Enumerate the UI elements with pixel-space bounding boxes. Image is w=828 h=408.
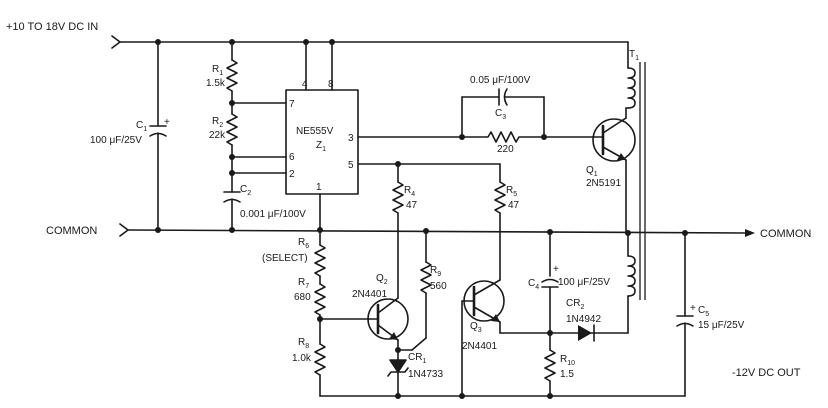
q2-ref: Q2: [376, 273, 388, 286]
pin-8: 8: [328, 79, 334, 90]
capacitor-c1: [149, 41, 167, 231]
r5-ref: R5: [506, 185, 517, 198]
q1-ref: Q1: [586, 165, 598, 178]
r4-value: 47: [406, 200, 418, 211]
r7-ref: R7: [298, 277, 309, 290]
c4-plus: +: [553, 264, 559, 275]
cr2-part: 1N4942: [566, 314, 601, 325]
resistor-r8: [314, 343, 326, 376]
common-label-left: COMMON: [46, 225, 97, 237]
c4-ref: C4: [528, 278, 539, 291]
positive-input-rail: [111, 35, 629, 69]
r6-ref: R6: [298, 237, 309, 250]
capacitor-c5: [676, 232, 694, 397]
q3-ref: Q3: [470, 321, 482, 334]
capacitor-c4: [541, 232, 559, 334]
common-label-right: COMMON: [760, 228, 811, 240]
r9-ref: R9: [430, 265, 441, 278]
c1-ref: C1: [136, 120, 147, 133]
transistor-q3: [461, 279, 505, 397]
input-label: +10 TO 18V DC IN: [6, 21, 98, 33]
c2-ref: C2: [240, 184, 251, 197]
c1-value: 100 μF/25V: [90, 135, 142, 146]
q1-part: 2N5191: [586, 178, 621, 189]
resistor-r10: [544, 349, 556, 382]
c5-ref: C5: [698, 305, 709, 318]
c5-value: 15 μF/25V: [698, 320, 745, 331]
r220-value: 220: [497, 144, 514, 155]
r8-ref: R8: [298, 337, 309, 350]
capacitor-c2: [223, 191, 241, 231]
r1-value: 1.5k: [206, 78, 226, 89]
pin-7: 7: [289, 99, 295, 110]
zener-diode-cr1: [387, 349, 409, 397]
pin-2: 2: [289, 169, 295, 180]
resistor-r6: [314, 244, 326, 277]
diode-cr2: [578, 324, 629, 342]
c5-plus: +: [690, 303, 696, 314]
resistor-r9: [420, 261, 432, 294]
junction-dots: [155, 39, 688, 399]
output-label: -12V DC OUT: [732, 367, 801, 379]
r10-ref: R10: [560, 354, 575, 367]
q2-part: 2N4401: [352, 289, 387, 300]
resistor-r7: [314, 283, 326, 316]
common-rail: [119, 223, 755, 237]
pin-3: 3: [348, 133, 354, 144]
r10-value: 1.5: [560, 369, 574, 380]
cr1-ref: CR1: [408, 352, 426, 365]
pin-5: 5: [348, 160, 354, 171]
c2-value: 0.001 μF/100V: [240, 209, 306, 220]
ic-ref-label: Z1: [316, 140, 326, 153]
transistor-q2: [367, 297, 409, 351]
q3-part: 2N4401: [462, 341, 497, 352]
r8-value: 1.0k: [292, 353, 312, 364]
pin-6: 6: [289, 152, 295, 163]
transformer-t1: [625, 62, 646, 334]
r1-ref: R1: [212, 64, 223, 77]
pin-1: 1: [316, 182, 322, 193]
c4-value: 100 μF/25V: [558, 277, 610, 288]
c1-plus: +: [164, 117, 170, 128]
resistor-r4: [392, 181, 404, 214]
r2-value: 22k: [209, 130, 226, 141]
c3-value: 0.05 μF/100V: [470, 75, 531, 86]
r6-value: (SELECT): [262, 253, 308, 264]
ic-ne555-body: [285, 89, 359, 195]
t1-ref: T1: [629, 49, 639, 62]
cr2-ref: CR2: [566, 298, 584, 311]
pin-4: 4: [302, 79, 308, 90]
resistor-r2: [226, 113, 238, 146]
r2-ref: R2: [212, 116, 223, 129]
r9-value: 560: [430, 281, 447, 292]
resistor-220: [461, 131, 595, 143]
r5-value: 47: [508, 200, 520, 211]
resistor-r5: [494, 181, 506, 214]
cr1-part: 1N4733: [408, 369, 443, 380]
r7-value: 680: [294, 292, 311, 303]
c3-ref: C3: [495, 108, 506, 121]
r4-ref: R4: [404, 185, 415, 198]
resistor-r1: [226, 59, 238, 92]
transistor-q1: [592, 107, 636, 234]
ic-part-label: NE555V: [296, 126, 334, 137]
